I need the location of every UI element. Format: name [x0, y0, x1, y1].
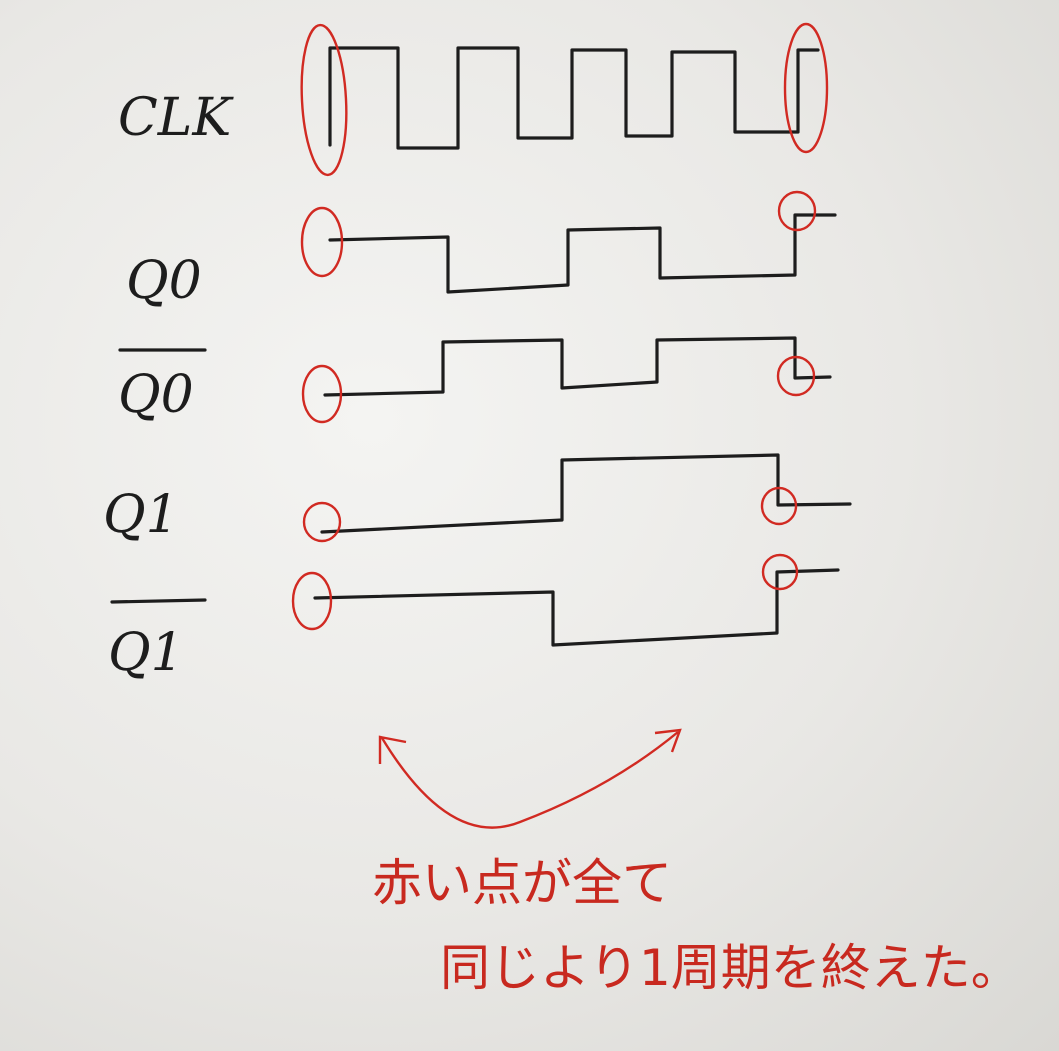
- marker-q1-start: [302, 501, 342, 543]
- period-arrow-curve: [380, 731, 679, 829]
- label-q1: Q1: [103, 485, 179, 545]
- label-q1bar: Q1: [108, 623, 184, 683]
- clk-waveform: [328, 46, 820, 150]
- label-clk: CLK: [118, 88, 234, 148]
- marker-q1bar-start: [291, 571, 333, 631]
- marker-q1-end: [760, 486, 798, 526]
- marker-q0bar-end: [776, 355, 816, 397]
- note-line-1: 赤い点が全て: [372, 854, 672, 912]
- overline-q1bar: [110, 598, 207, 604]
- q1-waveform: [320, 453, 852, 534]
- period-arrow-left-head: [378, 735, 407, 764]
- q0-waveform: [328, 213, 837, 294]
- marker-clk-end: [783, 22, 829, 154]
- label-q0: Q0: [126, 251, 202, 311]
- q0bar-waveform: [323, 336, 832, 397]
- label-q0bar: Q0: [118, 365, 194, 425]
- marker-q0-end: [777, 190, 817, 232]
- marker-clk-start: [300, 23, 348, 177]
- marker-q0-start: [300, 206, 344, 278]
- note-line-2: 同じより1周期を終えた。: [440, 939, 1021, 997]
- marker-q1bar-end: [761, 553, 799, 591]
- marker-q0bar-start: [301, 364, 343, 424]
- period-arrow-right-head: [654, 728, 682, 753]
- q1bar-waveform: [313, 568, 840, 647]
